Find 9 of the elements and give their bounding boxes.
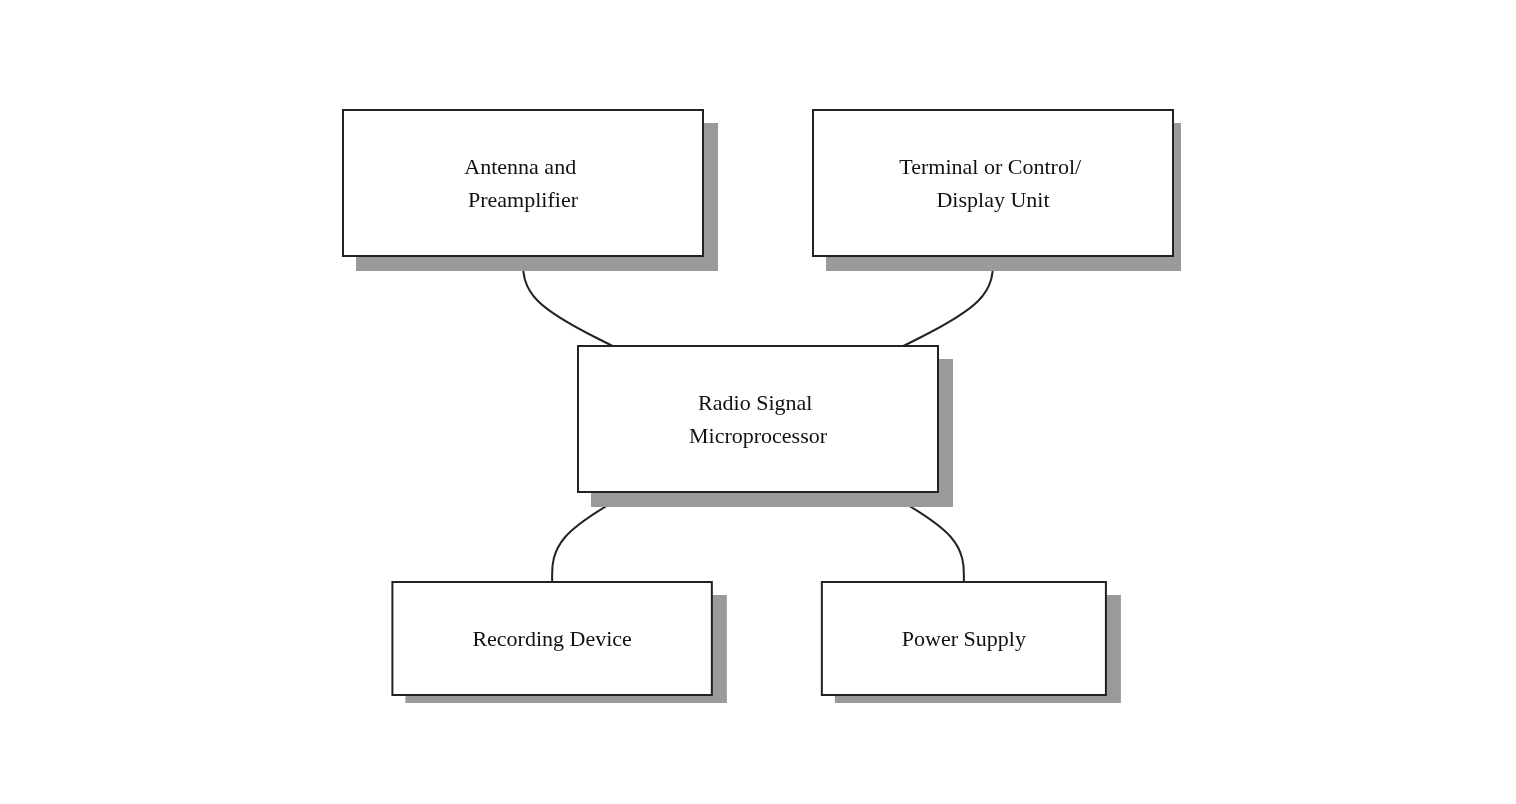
node-box: Antenna and Preamplifier	[342, 108, 704, 257]
connector	[884, 490, 965, 583]
connector	[902, 254, 994, 347]
node-box: Radio Signal Microprocessor	[577, 344, 939, 493]
connector	[522, 254, 614, 347]
node-box: Recording Device	[391, 580, 713, 696]
node-box: Power Supply	[820, 580, 1107, 696]
connector	[551, 490, 632, 583]
node-box: Terminal or Control/ Display Unit	[812, 108, 1174, 257]
